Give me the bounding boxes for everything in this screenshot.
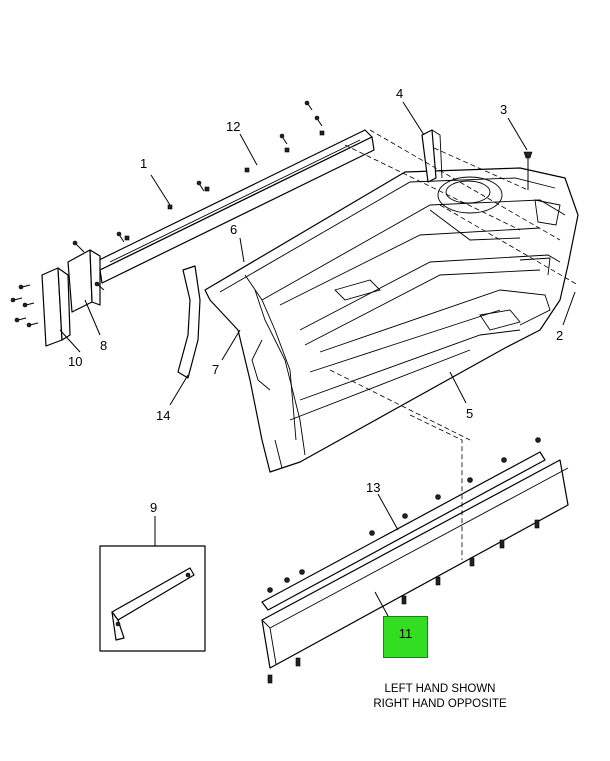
highlighted-callout-11[interactable]: 11 — [383, 616, 428, 658]
note-line-2: RIGHT HAND OPPOSITE — [373, 698, 507, 710]
callout-2: 2 — [556, 328, 563, 343]
callout-9: 9 — [150, 500, 157, 515]
lower-skirt — [261, 437, 569, 684]
note-line-1: LEFT HAND SHOWN — [384, 683, 496, 695]
callout-13: 13 — [366, 480, 380, 495]
callout-labels: 1 2 3 4 5 6 7 8 9 10 12 13 14 — [68, 86, 563, 515]
callout-1: 1 — [140, 156, 147, 171]
side-panel-assembly — [204, 167, 579, 473]
skirt-bolts — [267, 437, 541, 684]
callout-5: 5 — [466, 406, 473, 421]
seal-14 — [177, 265, 201, 379]
detail-box-9 — [99, 545, 206, 652]
alignment-lines — [329, 129, 579, 560]
callout-3: 3 — [500, 102, 507, 117]
bracket-4 — [421, 129, 443, 183]
bracket-10 — [10, 267, 71, 347]
callout-11-label: 11 — [398, 626, 413, 641]
bracket-8 — [67, 240, 105, 313]
bolts-top — [116, 100, 323, 243]
leader-lines — [59, 101, 576, 617]
callout-12: 12 — [226, 119, 240, 134]
callout-8: 8 — [100, 338, 107, 353]
callout-14: 14 — [156, 408, 170, 423]
callout-4: 4 — [396, 86, 403, 101]
callout-7: 7 — [212, 362, 219, 377]
callout-10: 10 — [68, 354, 82, 369]
callout-6: 6 — [230, 222, 237, 237]
clip-3 — [523, 151, 533, 190]
